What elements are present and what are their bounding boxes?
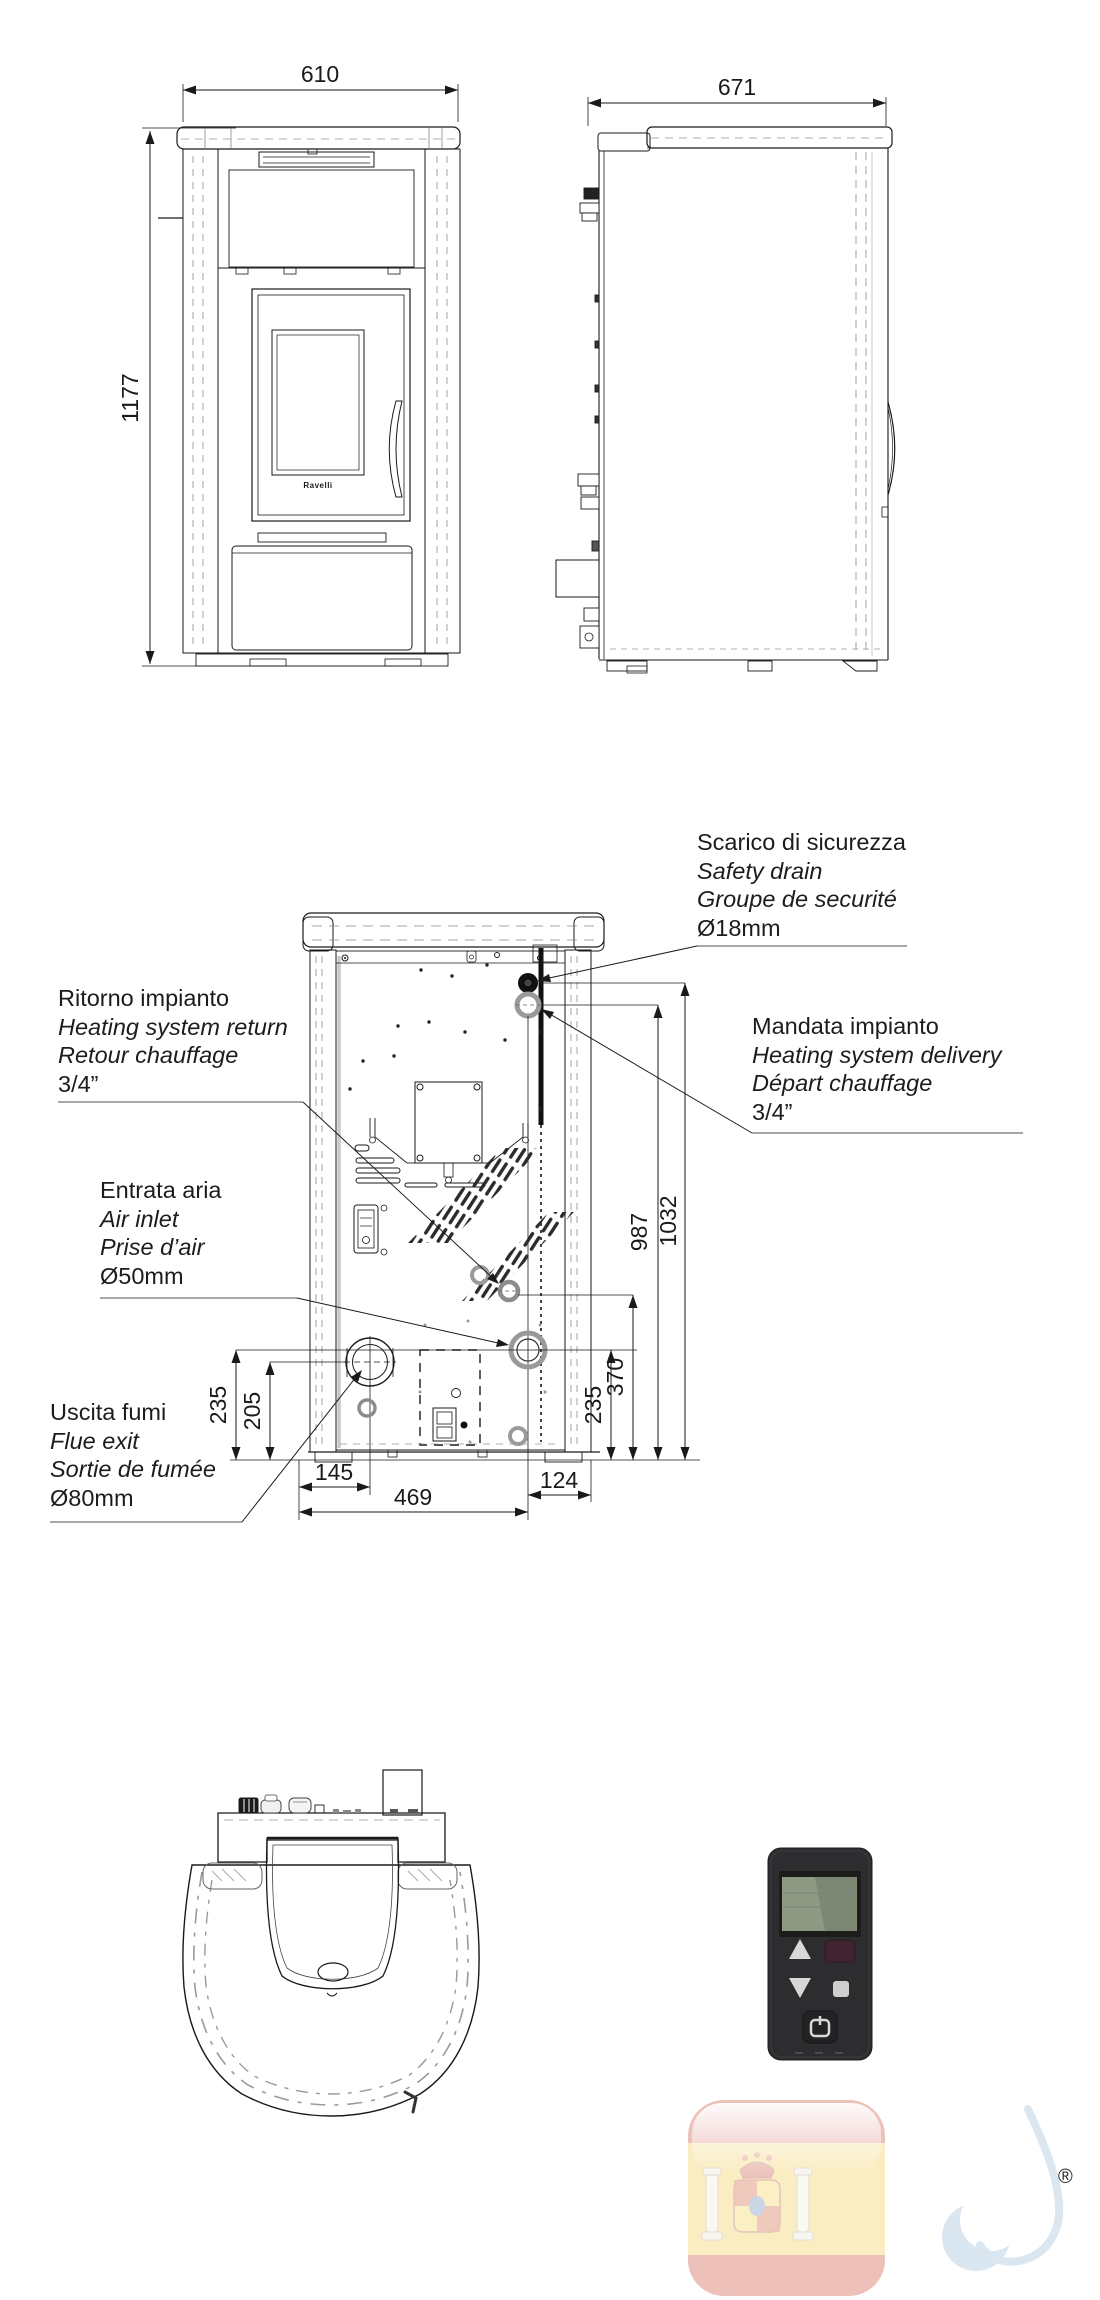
- remote-up-button: [789, 1939, 811, 1959]
- side-view: 671: [555, 74, 896, 674]
- callout-line: Groupe de securité: [697, 886, 897, 912]
- callout-line: Départ chauffage: [752, 1070, 933, 1096]
- svg-text:370: 370: [602, 1358, 628, 1396]
- door-handle: [388, 400, 403, 498]
- remote-menu-button: [824, 1939, 856, 1963]
- callout-line: Ø18mm: [697, 914, 781, 941]
- front-ash-drawer: [231, 545, 413, 651]
- rear-dim-145: 145: [299, 1459, 370, 1492]
- callout-line: Safety drain: [697, 857, 823, 884]
- callout-air-inlet: Entrata aria Air inlet Prise d’air Ø50mm: [100, 1176, 221, 1290]
- remote-down-button: [789, 1978, 811, 1998]
- callout-line: 3/4”: [752, 1098, 793, 1125]
- callout-line: Uscita fumi: [50, 1399, 167, 1425]
- side-rear-fittings: [555, 187, 600, 649]
- callout-leaders: [50, 945, 1023, 1523]
- door-glass: [271, 329, 365, 476]
- front-and-side-views-drawing: 610 1177: [117, 61, 896, 674]
- rear-top-cap: [302, 912, 605, 948]
- svg-text:235: 235: [205, 1386, 231, 1424]
- rear-dim-235-right: 235: [580, 1350, 616, 1460]
- front-height-dimension: 1177: [117, 127, 392, 667]
- rear-inspection-plate: [414, 1081, 483, 1184]
- remote-power-button: [802, 2010, 838, 2044]
- top-view-pellet-lid: [265, 1839, 400, 1997]
- rear-junction-box: [419, 1349, 481, 1446]
- top-view-body: [182, 1864, 480, 2117]
- rear-dim-205: 205: [239, 1362, 275, 1460]
- callout-heating-delivery: Mandata impianto Heating system delivery…: [752, 1012, 1001, 1126]
- svg-text:1032: 1032: [655, 1195, 681, 1246]
- callout-line: Prise d’air: [100, 1234, 205, 1260]
- rear-left-slots: [354, 1144, 486, 1188]
- brand-label: Ravelli: [303, 481, 332, 490]
- heating-delivery-port: [514, 991, 542, 1019]
- rear-dim-1032: 1032: [655, 983, 690, 1460]
- front-top-vent: [258, 148, 375, 168]
- top-plan-view-drawing: [182, 1769, 480, 2117]
- registered-mark: ®: [1058, 2166, 1073, 2188]
- remote-set-button: [833, 1981, 849, 1997]
- flag-coat-of-arms: [701, 2152, 814, 2241]
- svg-text:145: 145: [315, 1459, 353, 1485]
- callout-line: Ø80mm: [50, 1484, 134, 1511]
- callout-line: Retour chauffage: [58, 1042, 239, 1068]
- callout-line: Ø50mm: [100, 1262, 184, 1289]
- side-flue-outlet: [555, 559, 600, 598]
- callout-safety-drain: Scarico di sicurezza Safety drain Groupe…: [697, 828, 906, 942]
- front-top-plate: [176, 126, 461, 150]
- callout-flue-exit: Uscita fumi Flue exit Sortie de fumée Ø8…: [50, 1398, 216, 1512]
- rear-dim-987: 987: [626, 1005, 663, 1460]
- svg-text:469: 469: [394, 1484, 432, 1510]
- rear-dim-469: 469: [299, 1484, 528, 1517]
- callout-line: Entrata aria: [100, 1177, 222, 1203]
- svg-text:235: 235: [580, 1386, 606, 1424]
- front-width-dimension: 610: [182, 61, 459, 122]
- front-left-column: [182, 148, 219, 654]
- front-right-column: [424, 148, 461, 654]
- callout-line: 3/4”: [58, 1070, 99, 1097]
- svg-text:987: 987: [626, 1213, 652, 1251]
- svg-text:124: 124: [540, 1467, 579, 1493]
- flag-bands: [688, 2100, 885, 2296]
- rear-dim-370: 370: [602, 1295, 638, 1460]
- top-view-fittings: [238, 1794, 418, 1814]
- svg-text:205: 205: [239, 1392, 265, 1430]
- side-door-handle: [887, 401, 896, 496]
- callout-line: Heating system delivery: [752, 1041, 1002, 1068]
- power-inlet-socket: [353, 1204, 388, 1256]
- rear-left-column: [309, 949, 337, 1453]
- water-drop-logo: ®: [942, 2105, 1073, 2271]
- front-width-value: 610: [301, 61, 339, 87]
- front-fire-door: Ravelli: [251, 288, 411, 522]
- callout-line: Flue exit: [50, 1427, 139, 1454]
- callout-line: Heating system return: [58, 1013, 288, 1040]
- lid-handle: [317, 1962, 349, 1982]
- front-view: 610 1177: [117, 61, 461, 667]
- callout-line: Mandata impianto: [752, 1013, 939, 1039]
- side-depth-value: 671: [718, 74, 756, 100]
- spain-flag-icon: [688, 2100, 885, 2296]
- callout-line: Air inlet: [100, 1205, 179, 1232]
- callout-line: Scarico di sicurezza: [697, 829, 906, 855]
- panel-screws: [348, 963, 542, 1111]
- front-height-value: 1177: [117, 373, 143, 422]
- rear-dim-235-left: 235: [205, 1350, 241, 1460]
- side-depth-dimension: 671: [587, 74, 887, 126]
- rear-dim-124: 124: [528, 1467, 591, 1500]
- top-view-handle-stub: [403, 2090, 418, 2114]
- flag-gloss-highlight: [692, 2103, 881, 2175]
- rear-view-drawing: 1032 987 370 235: [50, 912, 1023, 1523]
- remote-control: [755, 1835, 885, 2075]
- callout-heating-return: Ritorno impianto Heating system return R…: [58, 984, 288, 1098]
- callout-line: Sortie de fumée: [50, 1456, 216, 1482]
- top-view-chimney: [382, 1769, 423, 1816]
- rear-louvers: [408, 1148, 542, 1243]
- callout-line: Ritorno impianto: [58, 985, 230, 1011]
